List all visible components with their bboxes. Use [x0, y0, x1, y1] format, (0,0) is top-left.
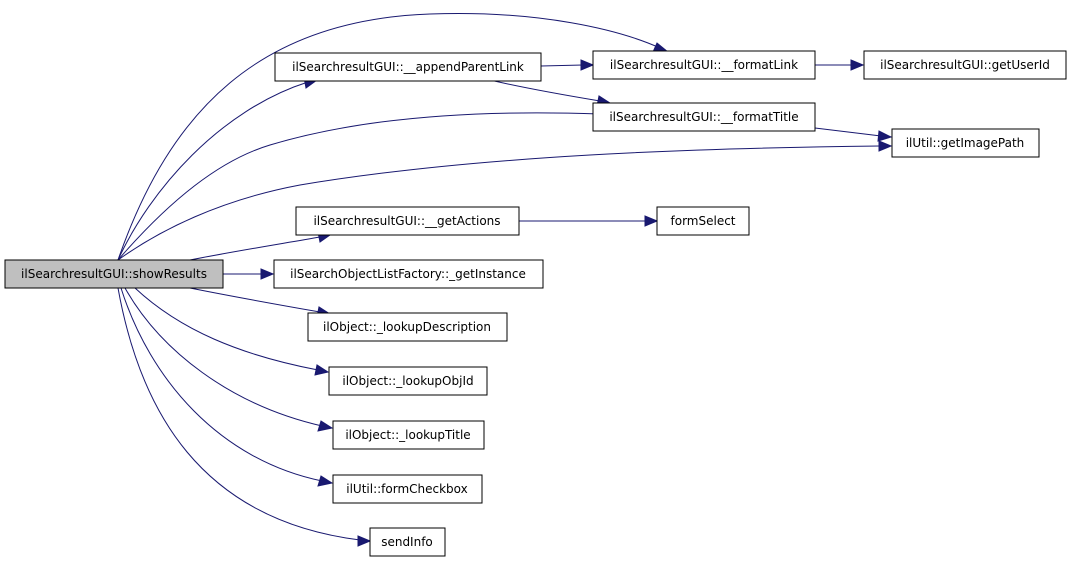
node-formattitle-label: ilSearchresultGUI::__formatTitle	[609, 110, 798, 124]
node-lookuptitle[interactable]: ilObject::_lookupTitle	[332, 420, 485, 450]
edge-showresults-getinstance-arrowhead	[260, 268, 275, 280]
edge-showresults-formcheckbox	[120, 287, 323, 482]
node-formselect[interactable]: formSelect	[656, 206, 750, 236]
edge-showresults-getimagepath	[117, 145, 881, 261]
node-lookupdescription[interactable]: ilObject::_lookupDescription	[307, 312, 508, 342]
edge-showresults-getimagepath-arrowhead	[878, 140, 893, 152]
node-appendparentlink-box	[274, 52, 542, 82]
edge-appendparentlink-formatlink-arrowhead	[580, 59, 595, 71]
edge-appendparentlink-formattitle	[489, 79, 601, 102]
node-sendinfo[interactable]: sendInfo	[369, 527, 446, 557]
edge-showresults-lookupdescription	[189, 287, 321, 313]
node-getinstance-label: ilSearchObjectListFactory::_getInstance	[290, 267, 526, 281]
edge-formattitle-getimagepath-arrowhead	[877, 130, 893, 142]
node-showresults[interactable]: ilSearchresultGUI::showResults	[4, 259, 224, 289]
edge-showresults-formatlink	[117, 13, 661, 261]
edge-showresults-formattitle	[117, 112, 601, 261]
node-getimagepath[interactable]: ilUtil::getImagePath	[891, 128, 1040, 158]
node-getactions-label: ilSearchresultGUI::__getActions	[313, 214, 500, 228]
node-getimagepath-box	[891, 128, 1040, 158]
nodes: ilSearchresultGUI::showResults ilSearchr…	[4, 50, 1067, 557]
node-lookupobjid-label: ilObject::_lookupObjId	[342, 374, 473, 388]
node-lookuptitle-label: ilObject::_lookupTitle	[345, 428, 470, 442]
node-lookupobjid-box	[328, 366, 488, 396]
node-formselect-box	[656, 206, 750, 236]
node-formattitle-box	[592, 102, 816, 132]
node-formselect-label: formSelect	[671, 214, 736, 228]
node-formatlink[interactable]: ilSearchresultGUI::__formatLink	[592, 50, 816, 80]
edge-formatlink-getuserid-arrowhead	[850, 59, 865, 71]
node-getimagepath-label: ilUtil::getImagePath	[906, 136, 1025, 150]
edge-showresults-getactions	[189, 236, 321, 261]
node-getuserid-label: ilSearchresultGUI::getUserId	[880, 58, 1050, 72]
node-sendinfo-label: sendInfo	[381, 535, 433, 549]
node-getactions-box	[295, 206, 520, 236]
node-formattitle[interactable]: ilSearchresultGUI::__formatTitle	[592, 102, 816, 132]
edges	[117, 13, 893, 547]
node-sendinfo-box	[369, 527, 446, 557]
node-lookuptitle-box	[332, 420, 485, 450]
node-getactions[interactable]: ilSearchresultGUI::__getActions	[295, 206, 520, 236]
node-getuserid-box	[863, 50, 1067, 80]
node-formatlink-box	[592, 50, 816, 80]
node-formcheckbox-label: ilUtil::formCheckbox	[346, 482, 468, 496]
edge-showresults-sendinfo-arrowhead	[357, 535, 372, 547]
edge-showresults-lookuptitle	[124, 287, 323, 427]
node-showresults-label: ilSearchresultGUI::showResults	[21, 267, 207, 281]
node-getuserid[interactable]: ilSearchresultGUI::getUserId	[863, 50, 1067, 80]
node-appendparentlink-label: ilSearchresultGUI::__appendParentLink	[292, 60, 524, 74]
node-appendparentlink[interactable]: ilSearchresultGUI::__appendParentLink	[274, 52, 542, 82]
node-lookupdescription-box	[307, 312, 508, 342]
edge-getactions-formselect-arrowhead	[644, 215, 659, 227]
node-lookupobjid[interactable]: ilObject::_lookupObjId	[328, 366, 488, 396]
node-formatlink-label: ilSearchresultGUI::__formatLink	[610, 58, 798, 72]
edge-formattitle-getimagepath	[814, 127, 882, 137]
edge-showresults-sendinfo	[117, 287, 361, 541]
node-formcheckbox[interactable]: ilUtil::formCheckbox	[332, 474, 483, 504]
edge-showresults-lookuptitle-arrowhead	[317, 420, 334, 432]
node-formcheckbox-box	[332, 474, 483, 504]
edge-appendparentlink-formatlink	[540, 64, 584, 67]
edge-showresults-lookupobjid	[134, 287, 319, 371]
edge-showresults-lookupobjid-arrowhead	[314, 364, 330, 376]
node-getinstance[interactable]: ilSearchObjectListFactory::_getInstance	[273, 259, 544, 289]
node-lookupdescription-label: ilObject::_lookupDescription	[323, 320, 491, 334]
node-showresults-box	[4, 259, 224, 289]
node-getinstance-box	[273, 259, 544, 289]
edge-showresults-formcheckbox-arrowhead	[317, 475, 334, 487]
edge-showresults-appendparentlink	[117, 81, 309, 261]
